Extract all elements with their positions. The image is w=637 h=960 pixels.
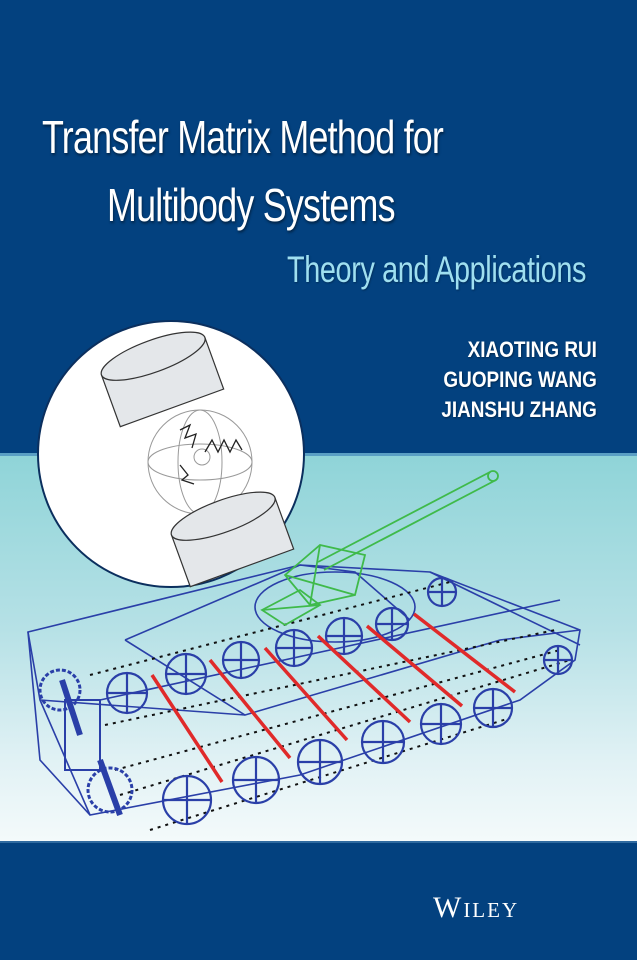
subtitle: Theory and Applications bbox=[287, 249, 587, 290]
author-list: XIAOTING RUI GUOPING WANG JIANSHU ZHANG bbox=[441, 335, 597, 425]
spherical-joint-inset-icon bbox=[37, 320, 305, 588]
author-name: XIAOTING RUI bbox=[467, 337, 597, 362]
title-line-1: Transfer Matrix Method for bbox=[42, 111, 444, 163]
publisher-logo: Wiley bbox=[433, 891, 520, 924]
torsion-bar-icon bbox=[150, 612, 517, 783]
author-name: JIANSHU ZHANG bbox=[441, 397, 597, 422]
title-line-2: Multibody Systems bbox=[107, 179, 396, 231]
divider bbox=[0, 841, 637, 843]
track-icon bbox=[89, 581, 571, 831]
divider bbox=[0, 453, 637, 456]
road-wheel-icon bbox=[38, 576, 574, 826]
turret-gun-icon bbox=[260, 470, 499, 627]
author-name: GUOPING WANG bbox=[443, 367, 597, 392]
